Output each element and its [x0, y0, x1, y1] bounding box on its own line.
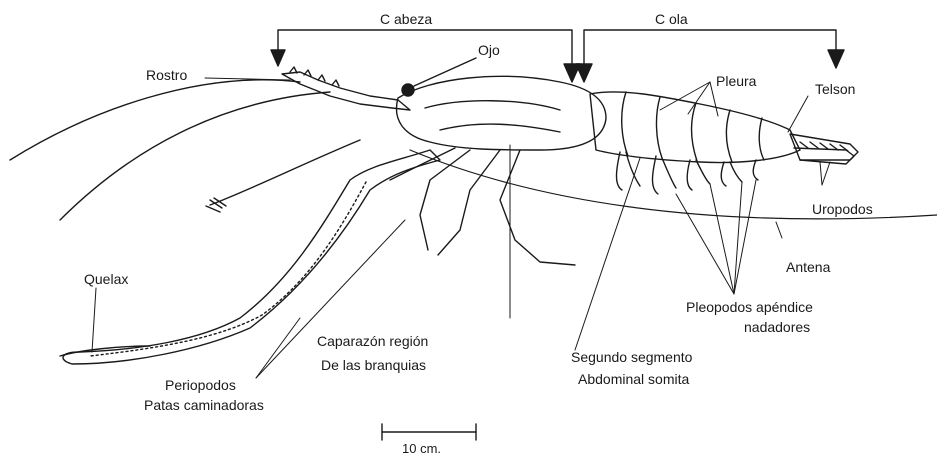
antenna-long-1 [10, 80, 300, 160]
pleopod-3 [687, 160, 710, 190]
pleopod-2 [653, 156, 677, 194]
telson [790, 134, 858, 160]
label-segundo-line1: Segundo segmento [571, 350, 692, 365]
pleopod-4 [721, 162, 742, 186]
cabeza-bracket [271, 30, 580, 82]
label-pleura: Pleura [716, 74, 756, 89]
label-telson: Telson [815, 82, 855, 97]
walking-leg-2 [438, 150, 500, 255]
carapace [396, 76, 606, 150]
label-pereiopodos-line2: Patas caminadoras [144, 398, 264, 413]
label-pleopodos-line1: Pleopodos apéndice [686, 300, 813, 315]
label-cabeza: C abeza [380, 12, 432, 27]
label-ojo: Ojo [478, 43, 500, 58]
pleopod-1 [617, 152, 641, 190]
cheliped-texture [90, 182, 366, 356]
label-scale: 10 cm. [402, 442, 441, 456]
label-quelax: Quelax [84, 272, 128, 287]
label-uropodos: Uropodos [812, 202, 873, 217]
label-caparazon-line2: De las branquias [321, 358, 426, 373]
carapace-groove-2 [440, 124, 560, 132]
rostrum [282, 72, 410, 110]
pleopod-5 [753, 160, 758, 180]
scale-bar [382, 424, 476, 440]
uropod-1 [794, 148, 854, 164]
antennule [210, 140, 360, 205]
walking-leg-3 [420, 150, 470, 250]
cola-bracket [576, 30, 844, 82]
label-segundo-line2: Abdominal somita [578, 372, 689, 387]
label-rostro: Rostro [146, 68, 187, 83]
carapace-groove [425, 101, 560, 110]
label-antena: Antena [786, 260, 830, 275]
antenna-long-2 [60, 92, 330, 220]
label-caparazon-line1: Caparazón región [317, 334, 428, 349]
label-cola: C ola [655, 12, 688, 27]
eye [402, 84, 414, 96]
walking-leg-1 [500, 150, 575, 265]
cheliped-outer [63, 150, 440, 364]
label-pleopodos-line2: nadadores [744, 320, 810, 335]
label-pereiopodos-line1: Periopodos [165, 378, 236, 393]
